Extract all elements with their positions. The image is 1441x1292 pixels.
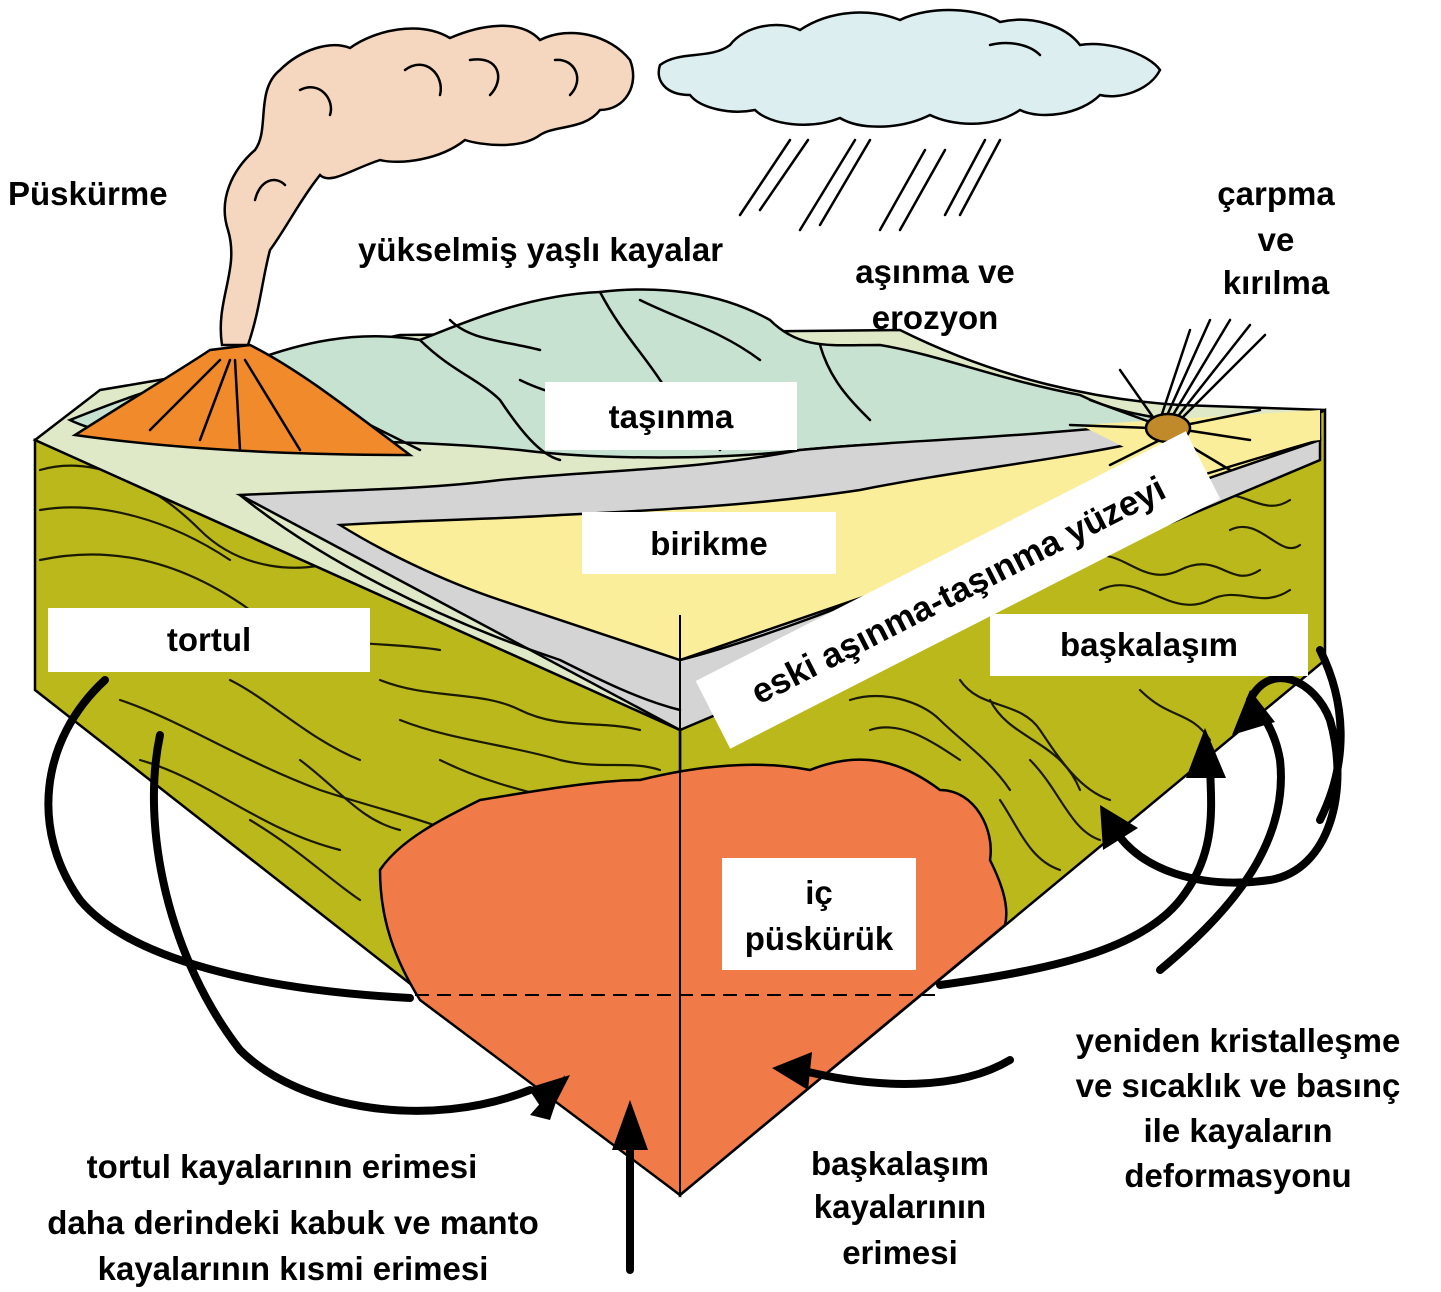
- sedimentary-label: tortul: [167, 621, 251, 658]
- eruption-label: Püskürme: [8, 175, 168, 212]
- recrystallization-label-4: deformasyonu: [1124, 1157, 1351, 1194]
- impact-label-2: ve: [1258, 221, 1295, 258]
- recrystallization-label-2: ve sıcaklık ve basınç: [1076, 1067, 1401, 1104]
- weathering-erosion-label-2: erozyon: [872, 299, 999, 336]
- impact-label-1: çarpma: [1217, 175, 1335, 212]
- deep-melting-label-2: kayalarının kısmi erimesi: [98, 1250, 489, 1287]
- metamorphic-label: başkalaşım: [1060, 626, 1238, 663]
- recrystallization-label-3: ile kayaların: [1144, 1112, 1333, 1149]
- sedimentary-melting-label: tortul kayalarının erimesi: [87, 1148, 478, 1185]
- recrystallization-label-1: yeniden kristalleşme: [1076, 1022, 1401, 1059]
- impact-label-3: kırılma: [1223, 264, 1330, 301]
- igneous-label-2: püskürük: [745, 920, 894, 957]
- rain-cloud: [659, 10, 1160, 127]
- metamorphic-melting-label-1: başkalaşım: [811, 1145, 989, 1182]
- igneous-label-1: iç: [805, 874, 833, 911]
- metamorphic-melting-label-3: erimesi: [842, 1234, 958, 1271]
- transport-label: taşınma: [609, 398, 734, 435]
- metamorphic-melting-label-2: kayalarının: [814, 1188, 986, 1225]
- rain-streaks: [740, 140, 1000, 230]
- uplifted-old-rocks-label: yükselmiş yaşlı kayalar: [358, 231, 723, 268]
- deep-melting-label-1: daha derindeki kabuk ve manto: [47, 1204, 539, 1241]
- deposition-label: birikme: [650, 525, 767, 562]
- weathering-erosion-label-1: aşınma ve: [855, 253, 1015, 290]
- magma-body: [380, 760, 1006, 1195]
